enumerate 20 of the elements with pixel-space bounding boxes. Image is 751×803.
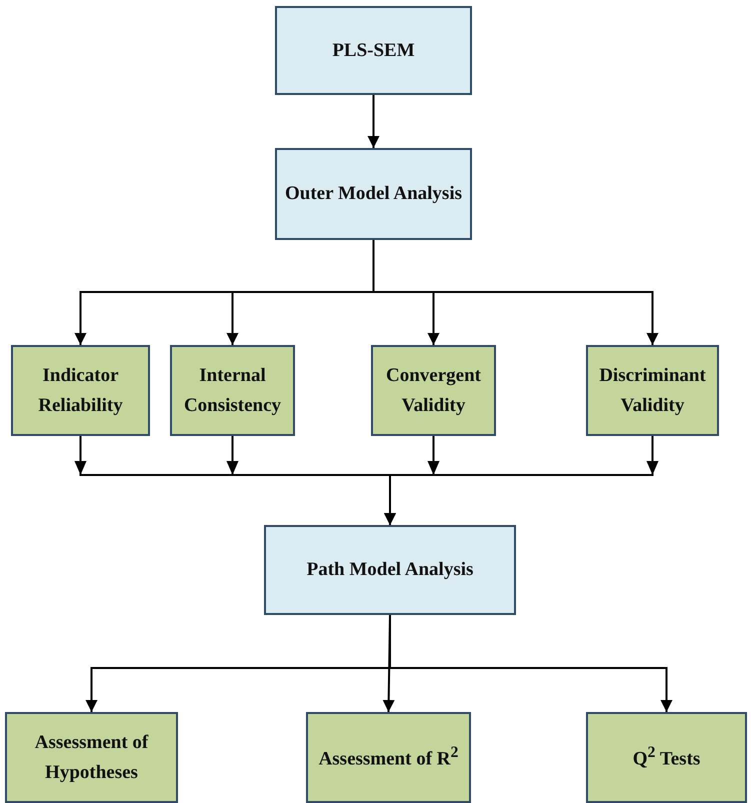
step-box [586,712,747,803]
box-label: Discriminant Validity [598,364,707,418]
box-label: PLS-SEM [332,38,415,63]
step-box [170,345,295,436]
step-box [586,345,719,436]
step-box [371,345,496,436]
box-label: Assessment of R$^{2}$ [318,743,458,772]
box-label: Q$^{2}$ Tests [632,743,700,772]
step-box [306,712,471,803]
box-label: Path Model Analysis [306,558,474,582]
box-label: Internal Consistency [182,364,282,418]
box-label: Assessment of Hypotheses [34,731,150,784]
process-box [275,148,472,240]
box-label: Indicator Reliability [37,364,124,418]
step-box [5,712,178,803]
step-box [11,345,150,436]
box-label: Outer Model Analysis [285,182,462,206]
process-box [264,525,516,615]
process-box [275,6,472,95]
box-label: Convergent Validity [385,364,482,418]
